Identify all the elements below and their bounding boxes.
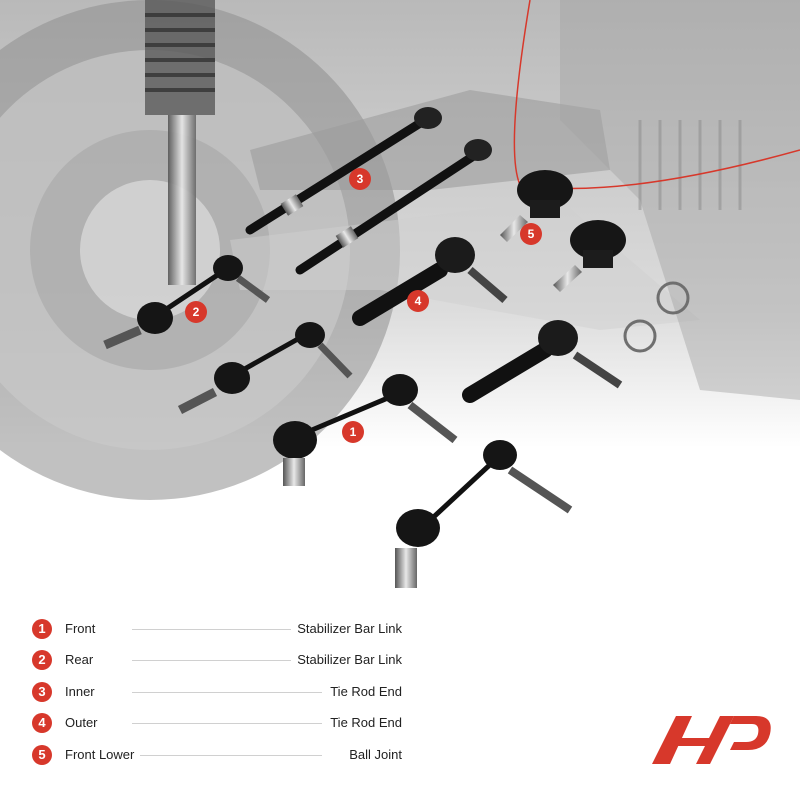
rear-stabilizer-bar-link-part bbox=[103, 255, 353, 415]
legend-label: Outer bbox=[65, 715, 104, 730]
legend-number-badge: 2 bbox=[32, 650, 52, 670]
legend-label: Inner bbox=[65, 684, 101, 699]
inner-tie-rod-end-part bbox=[245, 107, 492, 275]
legend-label: Front Lower bbox=[65, 747, 141, 762]
leader-line bbox=[132, 755, 322, 756]
leader-line bbox=[132, 723, 322, 724]
callout-badge-4: 4 bbox=[407, 290, 429, 312]
front-stabilizer-bar-link-part bbox=[273, 374, 573, 588]
legend-label: Front bbox=[65, 621, 102, 636]
legend-label: Rear bbox=[65, 652, 100, 667]
legend-number-badge: 1 bbox=[32, 619, 52, 639]
outer-tie-rod-end-part bbox=[352, 237, 623, 403]
legend-number-badge: 5 bbox=[32, 745, 52, 765]
legend-row-5: 5 Front Lower Ball Joint bbox=[32, 744, 402, 766]
legend-row-3: 3 Inner Tie Rod End bbox=[32, 681, 402, 703]
legend-row-4: 4 Outer Tie Rod End bbox=[32, 712, 402, 734]
ball-joint-part bbox=[500, 170, 690, 353]
legend-value: Tie Rod End bbox=[324, 715, 402, 730]
legend-value: Ball Joint bbox=[343, 747, 402, 762]
callout-badge-1: 1 bbox=[342, 421, 364, 443]
callout-badge-2: 2 bbox=[185, 301, 207, 323]
legend-row-2: 2 Rear Stabilizer Bar Link bbox=[32, 649, 402, 671]
callout-badge-5: 5 bbox=[520, 223, 542, 245]
legend-number-badge: 4 bbox=[32, 713, 52, 733]
callout-badge-3: 3 bbox=[349, 168, 371, 190]
leader-line bbox=[132, 660, 322, 661]
leader-line bbox=[132, 692, 322, 693]
legend-value: Tie Rod End bbox=[324, 684, 402, 699]
legend-row-1: 1 Front Stabilizer Bar Link bbox=[32, 618, 402, 640]
legend-number-badge: 3 bbox=[32, 682, 52, 702]
leader-line bbox=[132, 629, 322, 630]
brand-logo-icon bbox=[652, 716, 771, 764]
legend-value: Stabilizer Bar Link bbox=[291, 621, 402, 636]
legend-value: Stabilizer Bar Link bbox=[291, 652, 402, 667]
